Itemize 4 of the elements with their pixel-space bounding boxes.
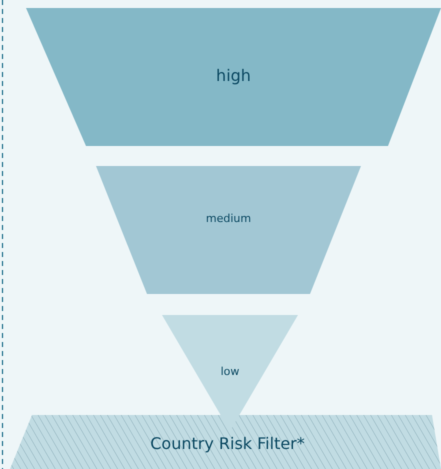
level-label: low [220, 365, 240, 378]
level-label: high [216, 66, 251, 85]
level-label: Country Risk Filter* [150, 434, 305, 453]
level-label: medium [206, 212, 252, 225]
